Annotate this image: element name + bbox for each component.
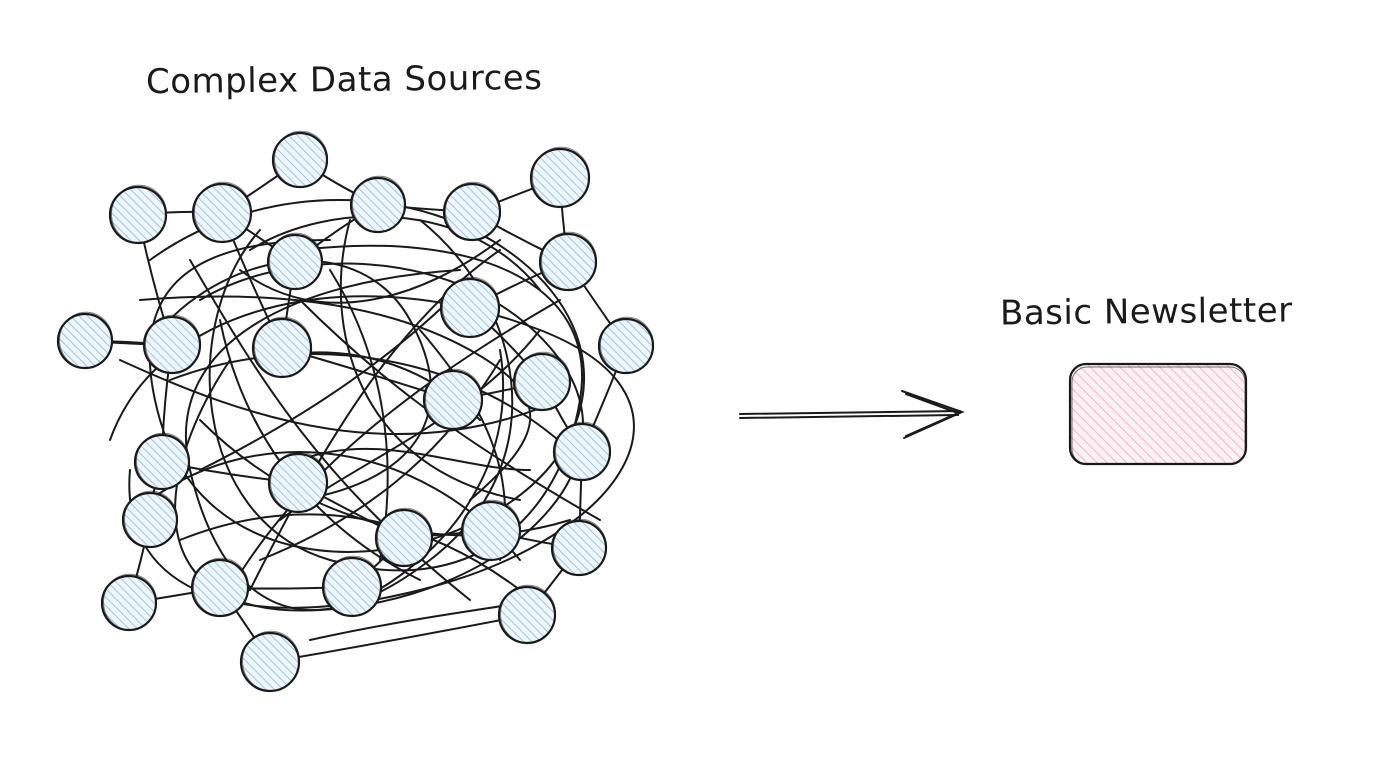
- data-source-node: [133, 432, 191, 491]
- data-source-node: [597, 316, 655, 375]
- data-source-node: [460, 499, 522, 562]
- arrow-head-retrace: [905, 393, 961, 437]
- data-source-node: [349, 175, 407, 234]
- newsletter-box-retrace: [1071, 366, 1246, 465]
- tangle-line: [184, 219, 514, 612]
- tangle-line: [339, 219, 521, 501]
- tangle-line: [169, 353, 581, 461]
- right-arrow-icon: [739, 390, 965, 439]
- data-source-node: [267, 451, 329, 514]
- tangle-line: [174, 262, 584, 612]
- newsletter-box-hatch: [1070, 364, 1246, 464]
- tangle-line: [359, 349, 505, 601]
- data-source-node: [190, 557, 250, 618]
- tangle-line: [139, 295, 531, 501]
- network-edge: [269, 614, 528, 663]
- data-source-node: [529, 146, 591, 209]
- data-source-node: [266, 232, 324, 291]
- data-source-node: [271, 130, 329, 189]
- data-source-nodes: [56, 130, 655, 693]
- data-source-node: [442, 181, 502, 242]
- data-source-node: [56, 311, 114, 370]
- tangle-line: [119, 359, 561, 436]
- data-source-node: [251, 316, 313, 379]
- tangle-line: [179, 513, 521, 591]
- data-source-node: [121, 490, 179, 549]
- data-source-node: [374, 507, 434, 568]
- tangle-line: [159, 259, 433, 501]
- data-source-node: [512, 351, 572, 412]
- data-source-node: [439, 276, 501, 339]
- data-source-node: [321, 555, 383, 618]
- data-source-node: [142, 314, 202, 375]
- arrow-shaft-upper: [739, 410, 961, 415]
- tangle-line: [229, 299, 561, 591]
- data-source-node: [550, 518, 608, 577]
- data-source-node: [100, 573, 158, 632]
- data-source-node: [108, 184, 168, 245]
- data-source-node: [239, 630, 301, 693]
- data-source-node: [552, 421, 612, 482]
- data-source-node: [497, 584, 557, 645]
- arrow-shaft-lower: [739, 414, 959, 419]
- tangle-line: [239, 239, 501, 304]
- data-source-node: [422, 368, 484, 431]
- data-source-node: [538, 231, 598, 292]
- data-source-node: [191, 181, 253, 244]
- tangle-line: [199, 289, 461, 471]
- newsletter-box: [1068, 362, 1248, 466]
